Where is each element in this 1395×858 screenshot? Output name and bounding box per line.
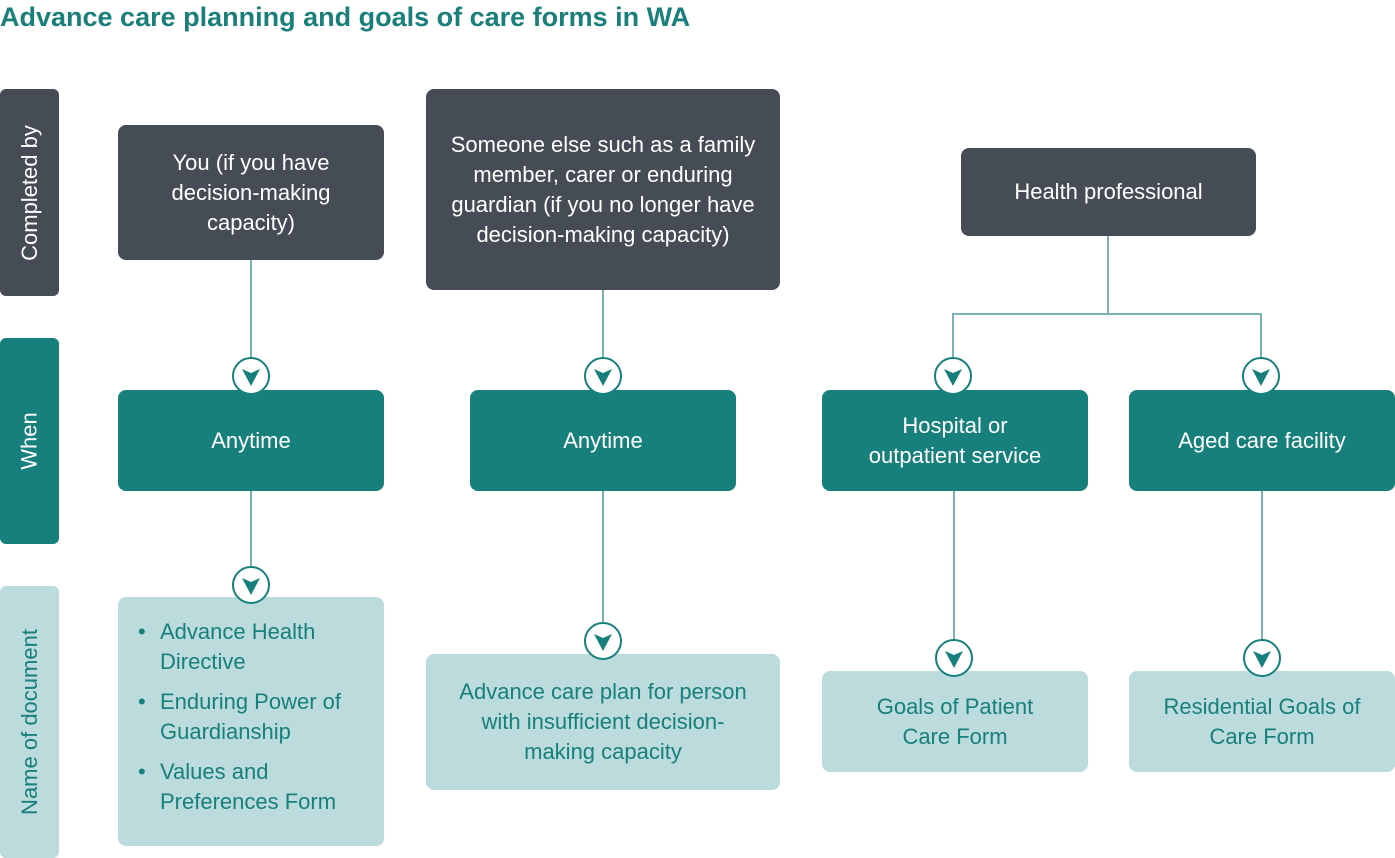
list-item: Values and Preferences Form — [138, 757, 374, 817]
box-you: You (if you have decision-making capacit… — [118, 125, 384, 260]
connector — [1260, 313, 1262, 361]
row-label-when: When — [0, 338, 59, 544]
list-item: Enduring Power of Guardianship — [138, 687, 374, 747]
arrow-down-icon — [1242, 357, 1280, 395]
connector — [953, 490, 955, 640]
arrow-down-icon — [232, 566, 270, 604]
connector — [1107, 236, 1109, 314]
box-doc-someone: Advance care plan for person with insuff… — [426, 654, 780, 790]
row-label-document: Name of document — [0, 586, 59, 858]
connector — [1261, 490, 1263, 640]
connector — [952, 313, 1262, 315]
arrow-down-icon — [232, 357, 270, 395]
box-when-aged-care: Aged care facility — [1129, 390, 1395, 491]
arrow-down-icon — [584, 622, 622, 660]
row-label-completed-by: Completed by — [0, 89, 59, 296]
box-someone-else: Someone else such as a family member, ca… — [426, 89, 780, 290]
connector — [250, 260, 252, 360]
box-when-someone: Anytime — [470, 390, 736, 491]
connector — [602, 490, 604, 625]
arrow-down-icon — [935, 639, 973, 677]
document-list: Advance Health Directive Enduring Power … — [138, 617, 374, 827]
page-title: Advance care planning and goals of care … — [0, 2, 691, 32]
box-when-hospital: Hospital or outpatient service — [822, 390, 1088, 491]
arrow-down-icon — [934, 357, 972, 395]
arrow-down-icon — [584, 357, 622, 395]
box-doc-you: Advance Health Directive Enduring Power … — [118, 597, 384, 846]
connector — [602, 290, 604, 360]
connector — [250, 490, 252, 570]
connector — [952, 313, 954, 361]
list-item: Advance Health Directive — [138, 617, 374, 677]
box-doc-aged-care: Residential Goals of Care Form — [1129, 671, 1395, 772]
arrow-down-icon — [1243, 639, 1281, 677]
box-when-you: Anytime — [118, 390, 384, 491]
box-health-professional: Health professional — [961, 148, 1256, 236]
box-doc-hospital: Goals of Patient Care Form — [822, 671, 1088, 772]
